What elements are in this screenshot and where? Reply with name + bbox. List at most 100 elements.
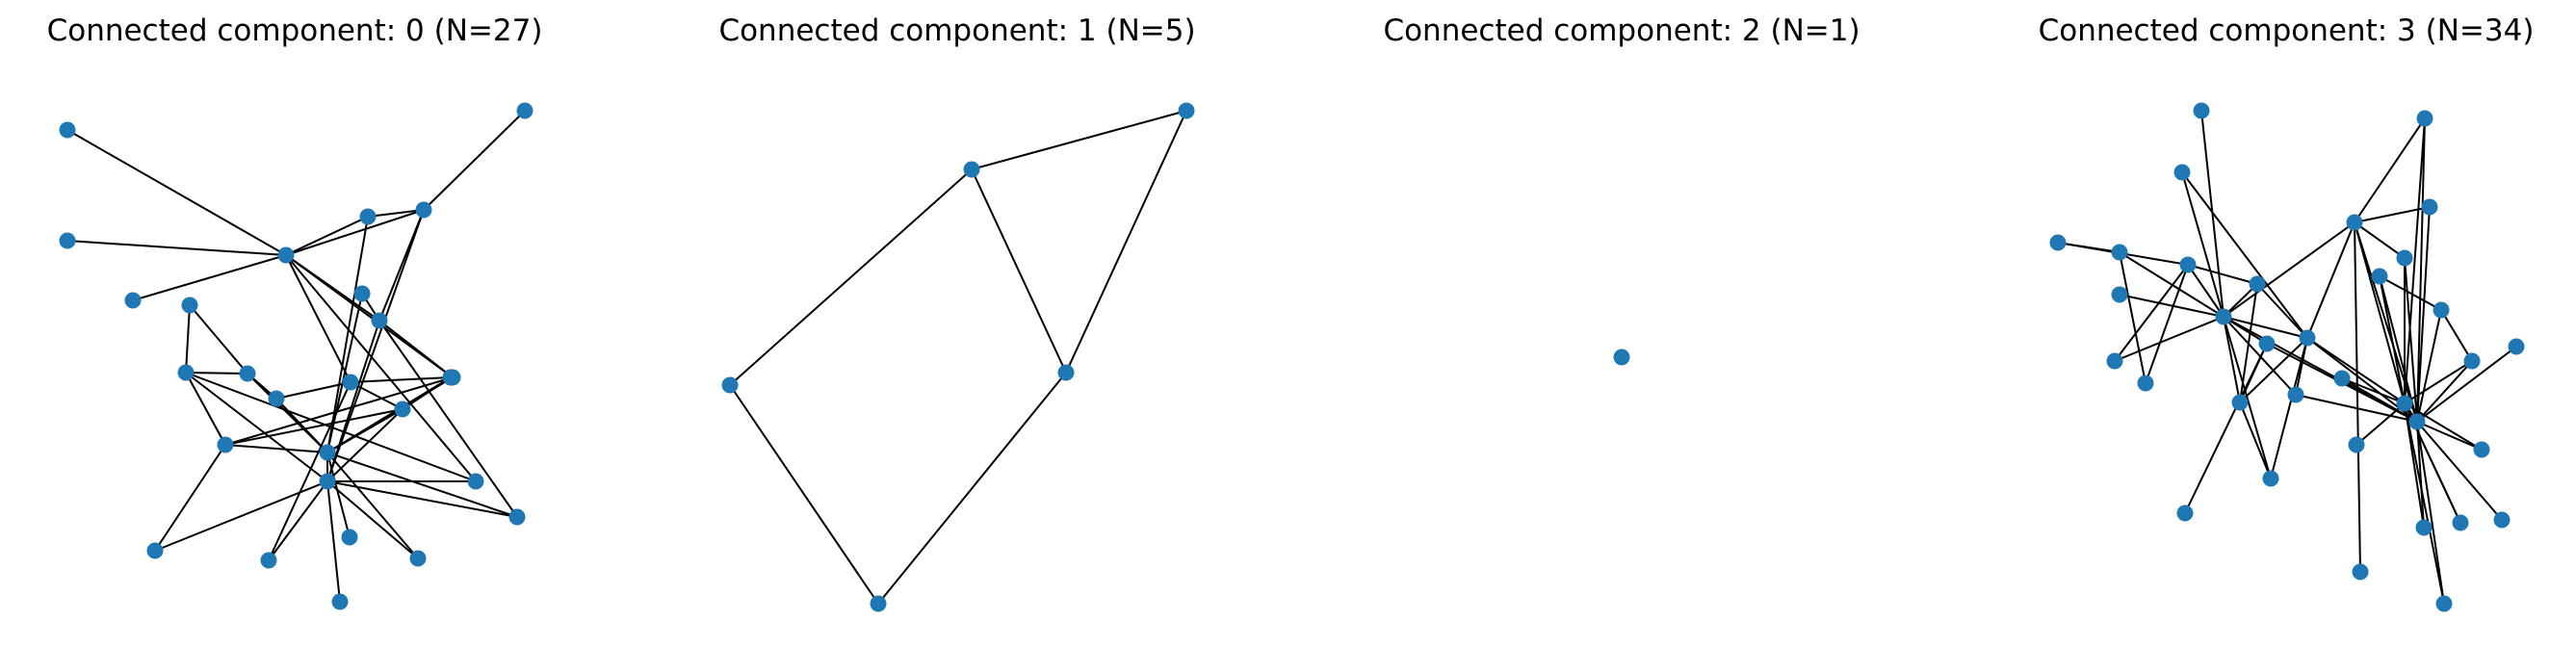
graph-edge (2379, 275, 2442, 311)
graph-edge (285, 216, 369, 256)
graph-edge (2416, 360, 2473, 423)
graph-node (2433, 301, 2450, 319)
graph-component-0 (59, 102, 533, 610)
graph-edge (2270, 337, 2308, 479)
graph-node (870, 595, 887, 612)
graph-edge (2416, 421, 2445, 605)
graph-node (342, 374, 359, 391)
graph-node (1057, 364, 1075, 381)
graph-edge (2239, 337, 2308, 403)
graph-edge (2119, 251, 2147, 384)
graph-node (467, 473, 484, 490)
panel-title-component-3: Connected component: 3 (N=34) (2038, 13, 2535, 48)
graph-edge (2184, 343, 2268, 514)
graph-node (146, 542, 164, 559)
graph-edge (2341, 377, 2406, 404)
graph-node (394, 401, 411, 418)
graph-edge (2256, 283, 2308, 339)
graph-node (516, 102, 533, 119)
graph-edge (2354, 221, 2406, 404)
graph-node (371, 312, 388, 329)
graph-edge (2404, 402, 2483, 451)
graph-edge (350, 381, 403, 410)
panel-title-component-0: Connected component: 0 (N=27) (46, 13, 543, 48)
graph-edge (2416, 421, 2503, 521)
graph-edge (224, 408, 403, 446)
graph-edge (2354, 206, 2431, 223)
graph-node (331, 593, 349, 610)
graph-node (444, 369, 461, 386)
graph-edge (2404, 402, 2445, 605)
graph-node (2176, 504, 2194, 522)
graph-edge (285, 254, 380, 322)
graph-edge (729, 168, 973, 386)
graph-node (2299, 329, 2316, 347)
graph-edge (2239, 283, 2258, 403)
graph-edge (2354, 221, 2406, 259)
graph-node (59, 121, 76, 139)
graph-node (2215, 308, 2232, 325)
graph-edge (326, 452, 351, 538)
graph-node (2463, 352, 2481, 370)
graph-edge (2404, 360, 2473, 404)
graph-edge (2404, 257, 2418, 423)
graph-node (2508, 338, 2525, 355)
graph-edge (326, 293, 363, 453)
graph-node (359, 208, 377, 225)
graph-edge (2181, 171, 2225, 318)
graph-edge (2295, 394, 2418, 423)
graph-component-2 (1613, 349, 1630, 366)
graph-node (124, 292, 142, 309)
graph-edge (275, 398, 328, 453)
graph-edge (224, 444, 328, 453)
graph-edge (2306, 221, 2355, 339)
graph-edge (1065, 110, 1187, 374)
graph-edge (2119, 294, 2225, 318)
graph-component-3 (2049, 102, 2525, 612)
graph-node (181, 297, 198, 314)
graph-edge (2440, 309, 2473, 362)
graph-node (2408, 413, 2426, 430)
graph-edge (2223, 316, 2272, 479)
graph-edge (326, 408, 403, 482)
graph-edge (877, 372, 1067, 605)
graph-node (2473, 441, 2490, 458)
graph-edge (2404, 117, 2426, 404)
graph-node (2493, 511, 2511, 529)
graph-node (2396, 249, 2413, 267)
graph-edge (378, 320, 454, 378)
graph-edge (2354, 117, 2426, 223)
graph-node (2179, 256, 2197, 273)
graph-edge (971, 110, 1187, 170)
panel-title-component-2: Connected component: 2 (N=1) (1383, 13, 1860, 48)
graph-node (2346, 214, 2363, 231)
graph-edge (326, 209, 425, 482)
graph-node (2435, 595, 2453, 612)
graph-edge (2239, 401, 2272, 479)
graph-node (2452, 514, 2469, 531)
graph-node (2396, 395, 2413, 412)
graph-edge (2416, 346, 2517, 423)
graph-node (2258, 335, 2276, 352)
graph-node (59, 232, 76, 249)
graph-edge (2114, 316, 2225, 362)
graph-edge (285, 254, 351, 383)
graph-node (1613, 349, 1630, 366)
graph-node (2262, 470, 2279, 487)
graph-node (2421, 198, 2438, 216)
graph-node (721, 376, 739, 394)
graph-node (2352, 563, 2369, 581)
graph-edge (2416, 206, 2431, 423)
graph-node (2287, 386, 2304, 403)
graph-edge (2181, 171, 2308, 339)
graph-edge (2416, 117, 2426, 423)
graph-edge (326, 480, 341, 603)
graph-edge (326, 452, 518, 518)
graph-edge (2187, 264, 2225, 318)
graph-node (277, 246, 295, 264)
graph-node (2049, 234, 2067, 251)
graph-node (508, 508, 526, 526)
graph-edge (326, 376, 454, 453)
graph-edge (378, 320, 518, 518)
graph-edge (729, 384, 879, 605)
